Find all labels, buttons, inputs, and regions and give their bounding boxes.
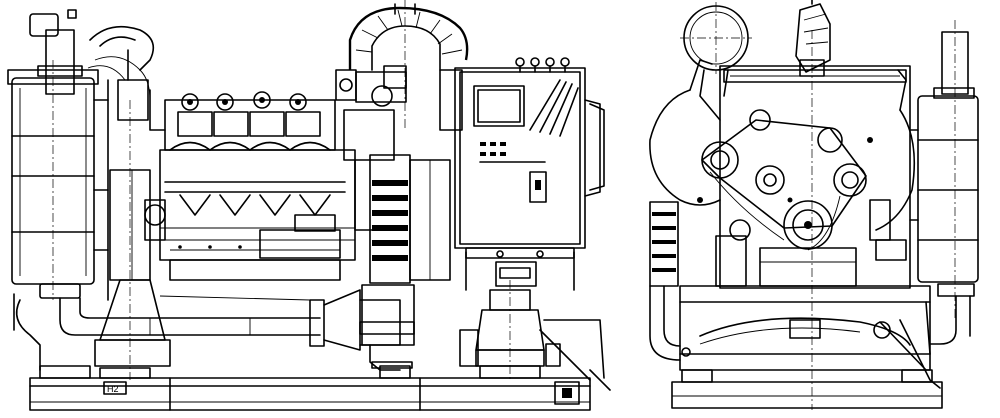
panel-support [459,280,611,391]
tag-label: H2 [103,381,127,395]
air-filter [7,13,109,301]
end-leg [879,319,941,389]
tag-label-text: H2 [107,384,119,394]
side-view: H2 [7,0,611,411]
control-panel [454,57,605,291]
engine-mount [94,100,171,380]
engine-front [649,59,916,287]
end-hose [649,201,747,361]
end-air-cleaner [680,2,752,121]
exhaust-elbow [335,0,469,231]
base-frame [29,365,591,411]
end-base [671,285,943,409]
end-exhaust [795,0,831,77]
top-piping [67,9,166,131]
alternator [359,154,451,371]
engine-block [144,91,356,301]
radiator-housing [719,30,911,410]
end-view [649,0,979,410]
end-air-filter [909,20,979,345]
